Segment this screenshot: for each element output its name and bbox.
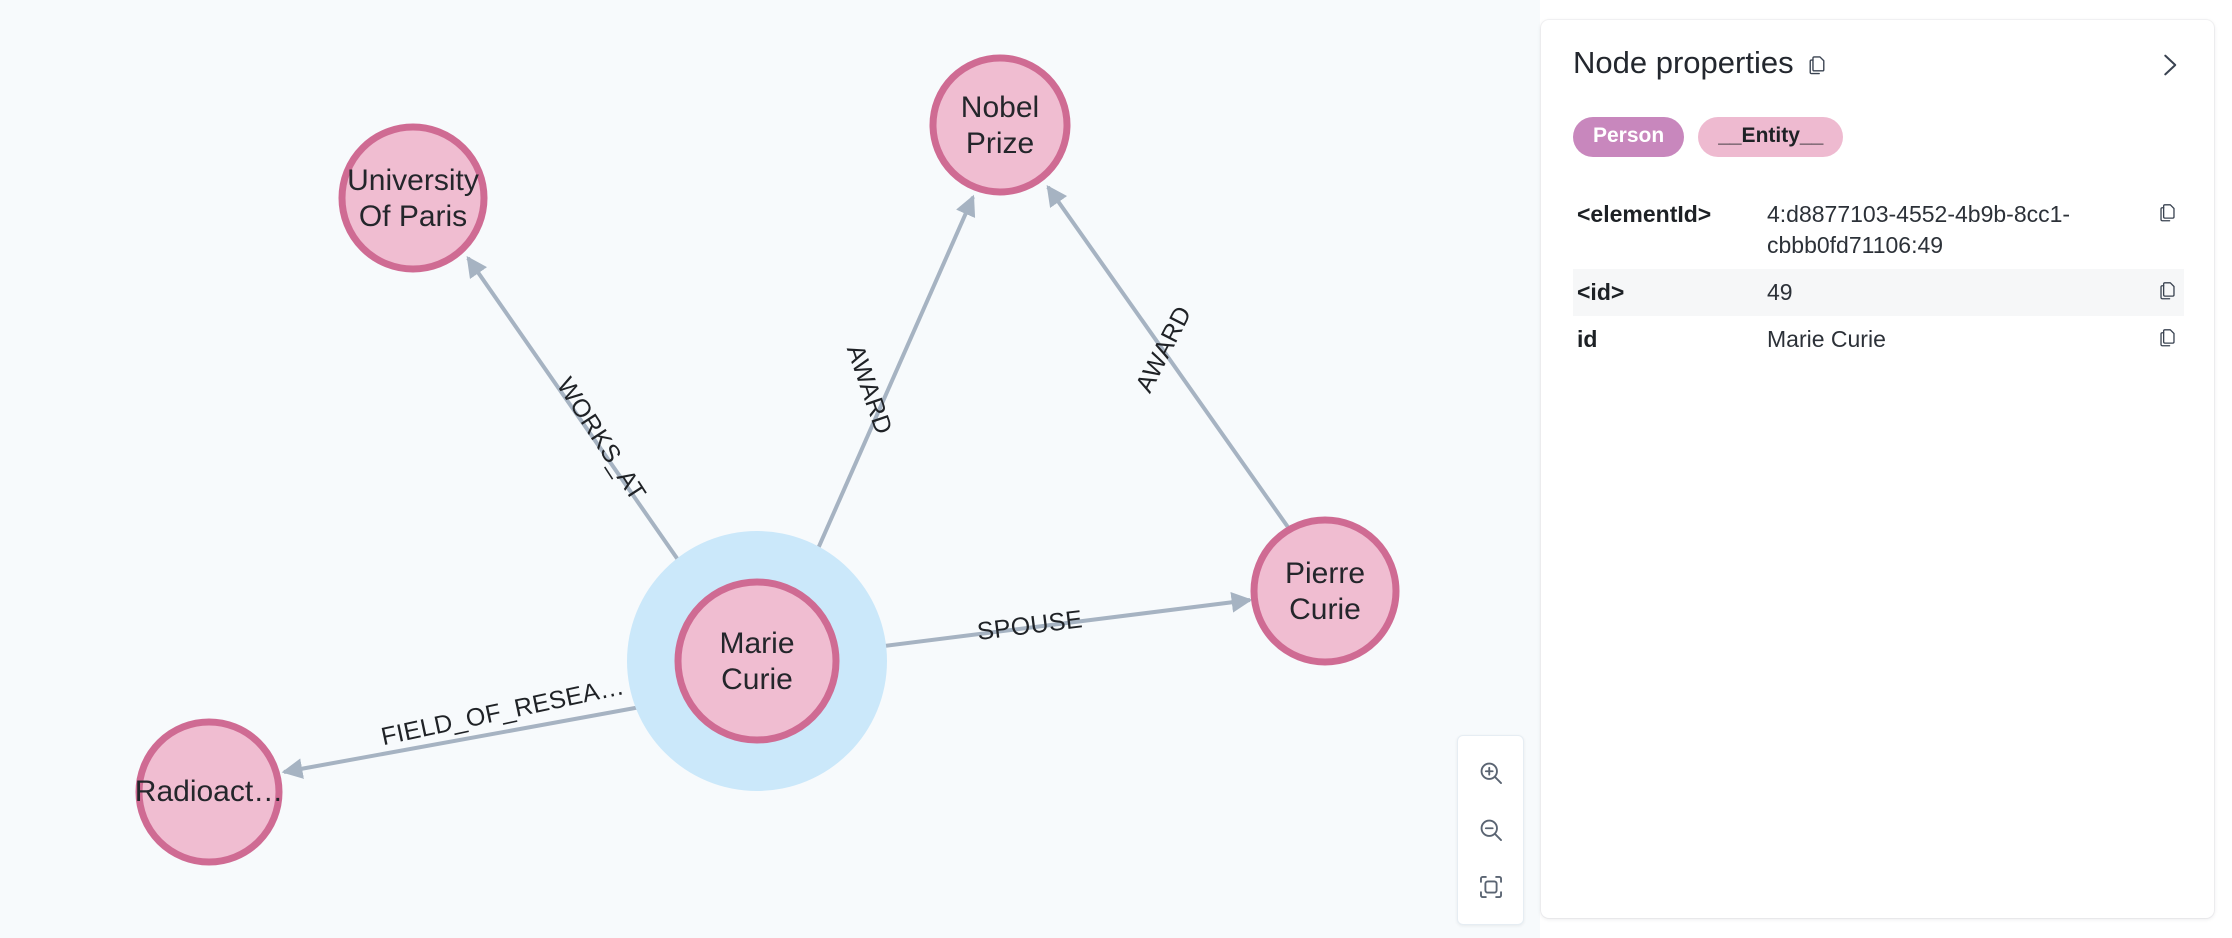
property-row-elementid: <elementId> 4:d8877103-4552-4b9b-8cc1-cb… — [1573, 191, 2184, 269]
panel-header: Node properties — [1573, 45, 2184, 87]
nodes-layer: Marie Curie University Of Paris Nobel Pr… — [135, 54, 1400, 866]
zoom-controls — [1457, 735, 1524, 925]
zoom-out-icon — [1477, 816, 1505, 844]
property-key: <id> — [1577, 279, 1625, 306]
graph-node-university-of-paris[interactable]: University Of Paris — [338, 123, 488, 273]
edge-label-spouse: SPOUSE — [976, 605, 1085, 646]
property-key: <elementId> — [1577, 201, 1712, 228]
property-key: id — [1577, 326, 1598, 353]
node-label-chips: Person __Entity__ — [1573, 117, 2184, 158]
edge-spouse[interactable] — [835, 591, 1253, 654]
graph-node-radioactivity[interactable]: Radioact… — [135, 718, 283, 866]
edges-layer — [281, 185, 1292, 779]
edge-works-at[interactable] — [466, 256, 708, 602]
chevron-right-icon[interactable] — [2154, 48, 2184, 87]
graph-node-pierre-curie[interactable]: Pierre Curie — [1250, 516, 1400, 666]
property-value: 49 — [1767, 279, 1793, 306]
edge-award-marie[interactable] — [796, 194, 976, 595]
graph-canvas[interactable]: WORKS_AT AWARD AWARD SPOUSE FIELD_OF_RES… — [0, 0, 1540, 938]
property-value: 4:d8877103-4552-4b9b-8cc1-cbbb0fd71106:4… — [1767, 201, 2071, 259]
node-shape[interactable] — [338, 123, 488, 273]
graph-svg[interactable]: WORKS_AT AWARD AWARD SPOUSE FIELD_OF_RES… — [0, 0, 1540, 938]
edge-label-field-of-research: FIELD_OF_RESEA… — [379, 672, 627, 751]
zoom-in-icon — [1477, 759, 1505, 787]
edge-field-of-research[interactable] — [281, 698, 680, 779]
property-value: Marie Curie — [1767, 326, 1886, 353]
zoom-out-button[interactable] — [1468, 807, 1514, 853]
zoom-in-button[interactable] — [1468, 750, 1514, 796]
node-properties-table: <elementId> 4:d8877103-4552-4b9b-8cc1-cb… — [1573, 191, 2184, 363]
node-properties-panel: Node properties Person __Entity__ <eleme… — [1541, 20, 2214, 918]
graph-node-nobel-prize[interactable]: Nobel Prize — [929, 54, 1071, 196]
node-shape[interactable] — [929, 54, 1071, 196]
panel-title: Node properties — [1573, 45, 1794, 80]
copy-icon[interactable] — [2157, 324, 2178, 353]
copy-icon[interactable] — [2157, 199, 2178, 228]
copy-icon[interactable] — [2157, 277, 2178, 306]
node-shape[interactable] — [1250, 516, 1400, 666]
node-label-chip-entity[interactable]: __Entity__ — [1698, 117, 1844, 158]
fit-to-screen-button[interactable] — [1468, 864, 1514, 910]
edge-label-works-at: WORKS_AT — [551, 373, 651, 506]
node-shape[interactable] — [135, 718, 283, 866]
copy-icon[interactable] — [1806, 54, 1828, 81]
property-row-id-internal: <id> 49 — [1573, 269, 2184, 317]
node-shape[interactable] — [674, 578, 840, 744]
edge-award-pierre[interactable] — [1046, 185, 1292, 532]
property-row-id: id Marie Curie — [1573, 316, 2184, 363]
graph-node-marie-curie[interactable]: Marie Curie — [627, 531, 887, 791]
fit-to-screen-icon — [1477, 873, 1505, 901]
node-label-chip-person[interactable]: Person — [1573, 117, 1685, 158]
